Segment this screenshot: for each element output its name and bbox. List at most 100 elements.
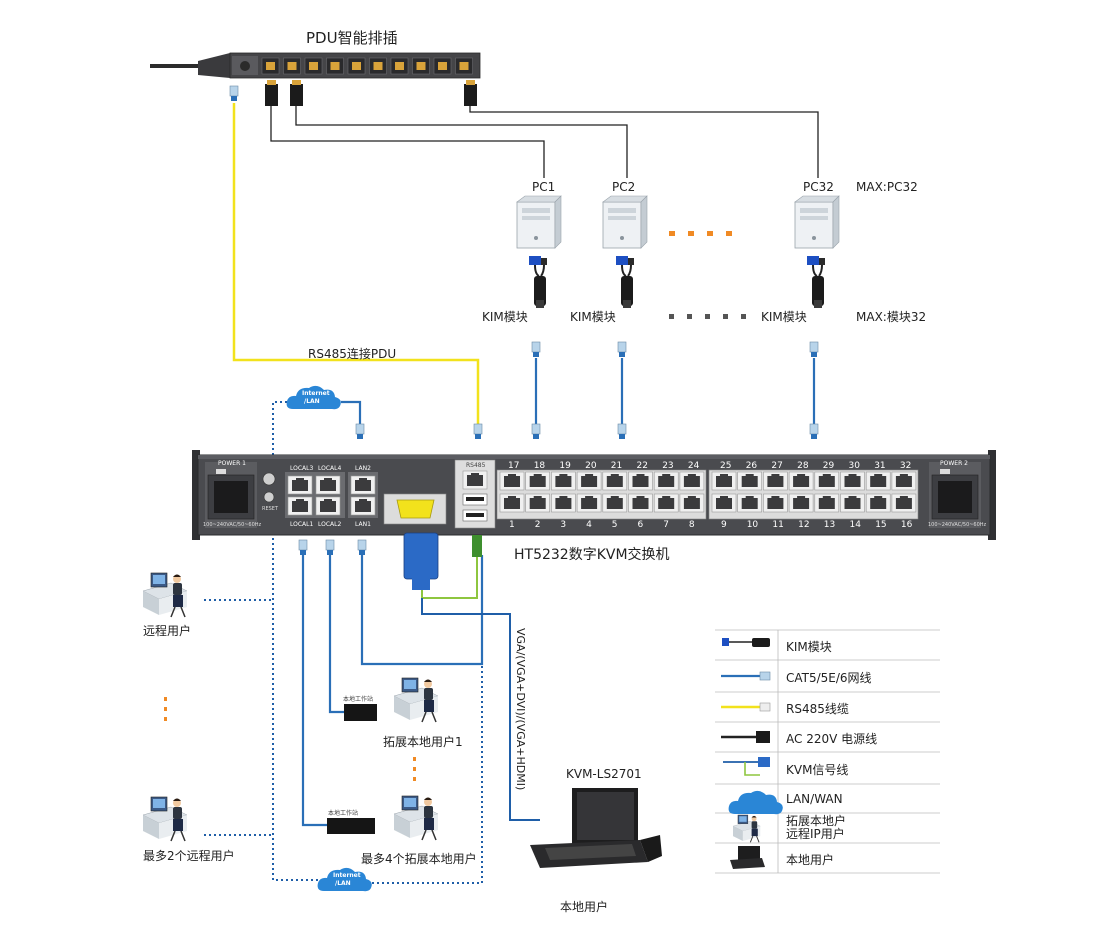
cloud-bottom-label-2: /LAN (335, 880, 351, 887)
pc-ellipsis (669, 231, 732, 236)
local-workstation-1 (344, 677, 439, 723)
lan1-label: LAN1 (355, 521, 371, 528)
kvm-rj45-port (602, 471, 628, 491)
port-number-top: 19 (559, 461, 571, 471)
module-network-cables (534, 358, 816, 426)
pdu-strip (150, 52, 481, 79)
pc-32 (794, 195, 840, 249)
kvm-rj45-port (762, 493, 788, 513)
power-lines (270, 104, 819, 178)
kvm-rj45-port (891, 493, 917, 513)
local2-label: LOCAL2 (318, 521, 342, 528)
remote-user-2 (142, 796, 188, 842)
rs485-label: RS485连接PDU (308, 347, 397, 361)
port-number-bottom: 1 (509, 520, 515, 530)
console-model-label: KVM-LS2701 (566, 767, 642, 781)
ext-user-max-label: 最多4个拓展本地用户 (361, 852, 477, 866)
legend-label-2: RS485线缆 (786, 702, 849, 716)
power1-label: POWER 1 (218, 460, 246, 467)
kvm-rj45-port (525, 493, 551, 513)
pdu-title: PDU智能排插 (306, 29, 398, 47)
network-cable-icon (721, 671, 771, 681)
kvm-rj45-port (814, 471, 840, 491)
port-number-top: 23 (662, 461, 674, 471)
cloud-top-label-1: Internet (302, 390, 330, 397)
port-number-bottom: 10 (746, 520, 759, 530)
pdu-outlet-socket (395, 62, 404, 70)
port-number-top: 27 (771, 461, 783, 471)
max-module-label: MAX:模块32 (856, 310, 927, 324)
power2-label: POWER 2 (940, 460, 968, 467)
local-user-label: 本地用户 (560, 900, 609, 914)
pdu-outlet-socket (309, 62, 318, 70)
kvm-rj45-port (550, 471, 576, 491)
kvm-rj45-port (840, 493, 865, 513)
kvm-rj45-port (499, 471, 525, 491)
kvm-rj45-port (711, 471, 737, 491)
pc1-label: PC1 (532, 180, 556, 194)
pc32-label: PC32 (803, 180, 834, 194)
kim-module-32-label: KIM模块 (761, 310, 807, 324)
kvm-rj45-port (628, 471, 653, 491)
power1-spec: 100~240VAC/50~60Hz (203, 522, 262, 528)
port-number-bottom: 9 (721, 520, 727, 530)
kvm-rj45-port (762, 471, 788, 491)
local4-label: LOCAL4 (318, 465, 342, 472)
kvm-rj45-port (628, 493, 653, 513)
kvm-rj45-port (576, 471, 602, 491)
pdu-outlet-socket (330, 62, 340, 70)
vga-cable-label: VGA/(VGA+DVI)/(VGA+HDMI) (514, 628, 527, 791)
port-number-bottom: 7 (663, 520, 669, 530)
pdu-outlet-socket (459, 62, 469, 70)
port-number-top: 25 (720, 461, 732, 471)
kvm-rj45-port (737, 471, 763, 491)
kvm-rj45-port (711, 493, 737, 513)
port-number-bottom: 2 (534, 520, 541, 530)
port-number-bottom: 16 (900, 520, 913, 530)
pdu-outlet-socket (438, 62, 447, 70)
kvm-rj45-port (679, 471, 705, 491)
legend-label-5: LAN/WAN (786, 792, 843, 806)
kvm-rj45-port (865, 493, 891, 513)
kvm-console (530, 788, 662, 868)
kvm-rj45-port (653, 493, 679, 513)
reset-label: RESET (262, 506, 279, 512)
pdu-outlet-socket (266, 62, 275, 70)
cloud-bottom (317, 555, 483, 892)
kvm-signal-cable-icon (723, 757, 770, 776)
local3-label: LOCAL3 (290, 465, 314, 472)
kvm-rj45-port (679, 493, 705, 513)
pdu-outlet-socket (352, 62, 361, 70)
cloud-top (286, 385, 365, 440)
workstation-4-label: 本地工作站 (328, 810, 359, 817)
kim-module-icon (722, 638, 770, 647)
lan2-label: LAN2 (355, 465, 371, 472)
port-number-bottom: 15 (875, 520, 887, 530)
remote-user-1 (142, 572, 188, 618)
port-number-top: 20 (585, 461, 597, 471)
port-number-top: 24 (687, 461, 700, 471)
max-pc-label: MAX:PC32 (856, 180, 918, 194)
kvm-rj45-port (788, 493, 814, 513)
kvm-rj45-port (525, 471, 551, 491)
user-workstation-icon (732, 814, 761, 843)
port-number-top: 26 (745, 461, 758, 471)
cloud-bottom-label-1: Internet (333, 872, 361, 879)
kvm-rj45-port (891, 471, 917, 491)
kim-module-1-label: KIM模块 (482, 310, 528, 324)
port-number-bottom: 8 (688, 520, 695, 530)
kvm-rj45-port (602, 493, 628, 513)
port-number-bottom: 3 (560, 520, 567, 530)
kim-module-1 (528, 255, 548, 309)
port-number-top: 18 (533, 461, 546, 471)
legend-label-1: CAT5/5E/6网线 (786, 671, 872, 685)
kvm-rj45-port (576, 493, 602, 513)
pc2-label: PC2 (612, 180, 636, 194)
power-cable-icon (721, 731, 770, 743)
port-number-top: 22 (636, 461, 648, 471)
port-number-top: 30 (848, 461, 860, 471)
remote-max-label: 最多2个远程用户 (143, 849, 235, 863)
kim-module-2 (615, 255, 635, 309)
port-number-bottom: 5 (611, 520, 618, 530)
